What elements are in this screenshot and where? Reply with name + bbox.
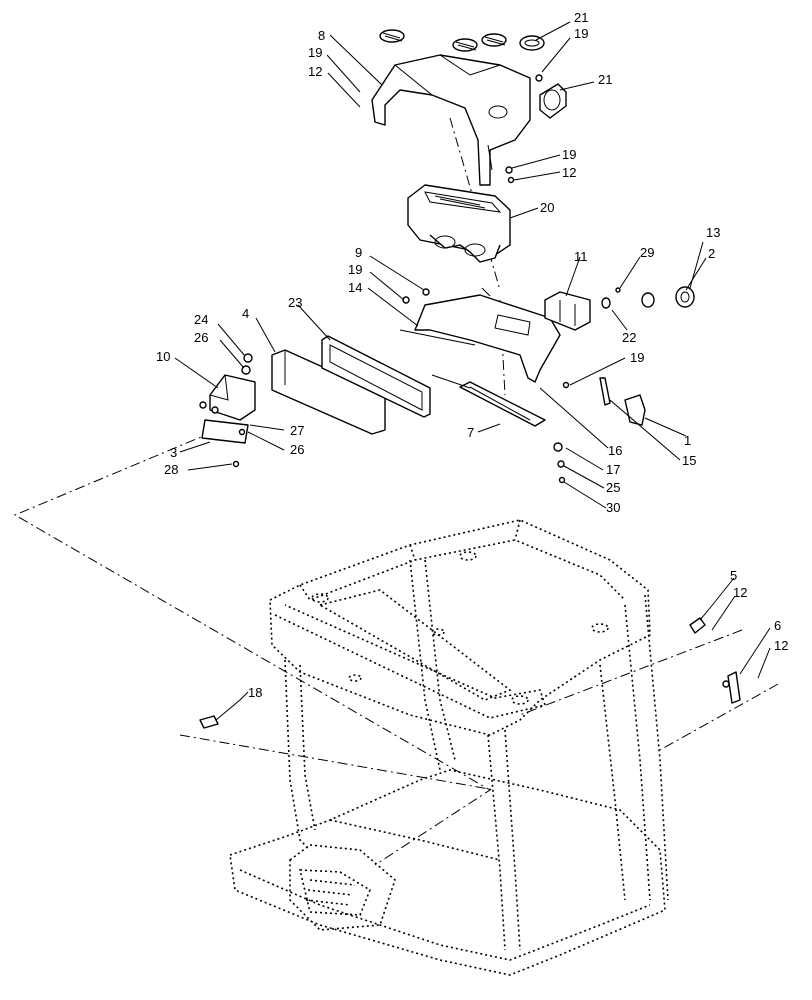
callout-12a: 12 xyxy=(308,64,322,79)
callout-numbers: 21 19 8 19 12 21 19 12 20 9 19 14 11 29 … xyxy=(156,10,788,700)
cab-frame xyxy=(229,519,669,976)
callout-4: 4 xyxy=(242,306,249,321)
callout-28: 28 xyxy=(164,462,178,477)
callout-24: 24 xyxy=(194,312,208,327)
callout-23: 23 xyxy=(288,295,302,310)
callout-26b: 26 xyxy=(290,442,304,457)
part-grilles xyxy=(379,29,567,119)
callout-7: 7 xyxy=(467,425,474,440)
callout-19c: 19 xyxy=(562,147,576,162)
callout-15: 15 xyxy=(682,453,696,468)
callout-19a: 19 xyxy=(574,26,588,41)
callout-16: 16 xyxy=(608,443,622,458)
callout-30: 30 xyxy=(606,500,620,515)
callout-21a: 21 xyxy=(574,10,588,25)
callout-12d: 12 xyxy=(774,638,788,653)
callout-21b: 21 xyxy=(598,72,612,87)
callout-8: 8 xyxy=(318,28,325,43)
callout-20: 20 xyxy=(540,200,554,215)
callout-27: 27 xyxy=(290,423,304,438)
center-lines xyxy=(13,117,779,866)
callout-2: 2 xyxy=(708,246,715,261)
part-vent-1-15 xyxy=(599,377,646,426)
part-fasteners xyxy=(232,74,621,484)
callout-12c: 12 xyxy=(733,585,747,600)
leader-lines xyxy=(174,21,771,721)
callout-29: 29 xyxy=(640,245,654,260)
callout-19d: 19 xyxy=(348,262,362,277)
callout-22: 22 xyxy=(622,330,636,345)
callout-1: 1 xyxy=(684,433,691,448)
callout-11: 11 xyxy=(574,249,588,264)
callout-10: 10 xyxy=(156,349,170,364)
part-panel-11 xyxy=(544,291,591,331)
part-seals xyxy=(271,335,546,435)
part-grommet-13-2 xyxy=(601,286,695,309)
callout-13: 13 xyxy=(706,225,720,240)
part-bracket-housing xyxy=(399,287,561,383)
callout-6: 6 xyxy=(774,618,781,633)
callout-12b: 12 xyxy=(562,165,576,180)
callout-26a: 26 xyxy=(194,330,208,345)
part-side-brackets xyxy=(199,617,741,729)
callout-5: 5 xyxy=(730,568,737,583)
callout-3: 3 xyxy=(170,445,177,460)
callout-17: 17 xyxy=(606,462,620,477)
part-air-filter xyxy=(407,184,511,263)
callout-25: 25 xyxy=(606,480,620,495)
part-duct-cover xyxy=(371,54,531,186)
callout-18: 18 xyxy=(248,685,262,700)
part-mounting-block xyxy=(199,353,256,444)
callout-14: 14 xyxy=(348,280,362,295)
callout-19b: 19 xyxy=(308,45,322,60)
callout-19e: 19 xyxy=(630,350,644,365)
callout-9: 9 xyxy=(355,245,362,260)
